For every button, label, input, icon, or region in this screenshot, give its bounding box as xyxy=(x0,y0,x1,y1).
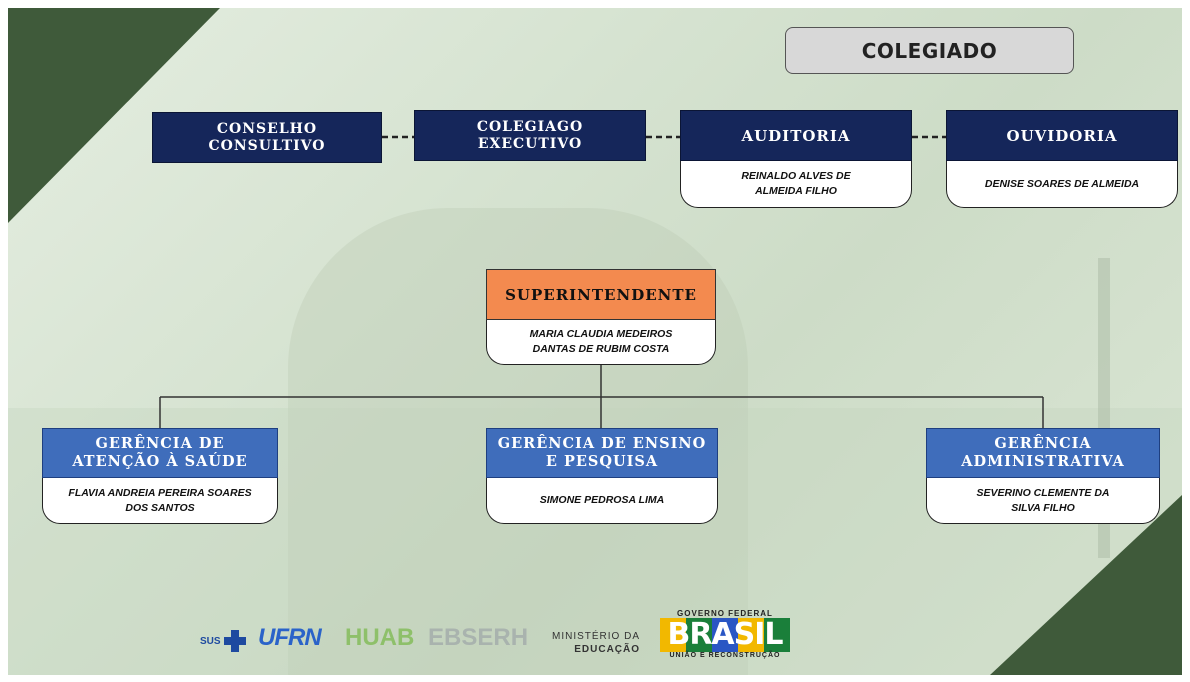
gerencia-administrativa-name: SEVERINO CLEMENTE DA SILVA FILHO xyxy=(926,478,1160,524)
gerencia-ensino-pesquisa-box: GERÊNCIA DE ENSINO E PESQUISA xyxy=(486,428,718,478)
ministerio-line2: EDUCAÇÃO xyxy=(574,644,641,655)
gerencia-atencao-saude-name: FLAVIA ANDREIA PEREIRA SOARES DOS SANTOS xyxy=(42,478,278,524)
uniao-reconstrucao-text: UNIÃO E RECONSTRUÇÃO xyxy=(669,652,781,659)
superintendente-name: MARIA CLAUDIA MEDEIROS DANTAS DE RUBIM C… xyxy=(486,320,716,365)
brasil-wordmark: BRASIL xyxy=(660,618,790,652)
colegiado-header: COLEGIADO xyxy=(785,27,1074,74)
auditoria-box: AUDITORIA xyxy=(680,110,912,161)
gerencia-administrativa-box: GERÊNCIA ADMINISTRATIVA xyxy=(926,428,1160,478)
ufrn-logo: UFRN xyxy=(258,624,322,651)
gerencia-ensino-pesquisa-name: SIMONE PEDROSA LIMA xyxy=(486,478,718,524)
sus-text: SUS xyxy=(200,635,221,647)
colegiado-executivo-box: COLEGIAGO EXECUTIVO xyxy=(414,110,646,161)
gerencia-atencao-saude-box: GERÊNCIA DE ATENÇÃO À SAÚDE xyxy=(42,428,278,478)
huab-logo: HUAB xyxy=(345,624,415,651)
governo-federal-logo: GOVERNO FEDERAL BRASIL UNIÃO E RECONSTRU… xyxy=(660,609,790,659)
ebserh-logo: EBSERH xyxy=(428,624,529,651)
auditoria-name: REINALDO ALVES DE ALMEIDA FILHO xyxy=(680,161,912,208)
sus-logo: SUS xyxy=(200,630,246,652)
superintendente-box: SUPERINTENDENTE xyxy=(486,269,716,320)
conselho-consultivo-box: CONSELHO CONSULTIVO xyxy=(152,112,382,163)
corner-decoration-bottom-right xyxy=(990,495,1182,675)
sus-cross-icon xyxy=(223,630,246,652)
ministerio-educacao-logo: MINISTÉRIO DA EDUCAÇÃO xyxy=(552,630,640,656)
ouvidoria-box: OUVIDORIA xyxy=(946,110,1178,161)
governo-federal-text: GOVERNO FEDERAL xyxy=(677,609,773,618)
ouvidoria-name: DENISE SOARES DE ALMEIDA xyxy=(946,161,1178,208)
corner-decoration-top-left xyxy=(8,8,220,223)
ministerio-line1: MINISTÉRIO DA xyxy=(552,631,641,642)
